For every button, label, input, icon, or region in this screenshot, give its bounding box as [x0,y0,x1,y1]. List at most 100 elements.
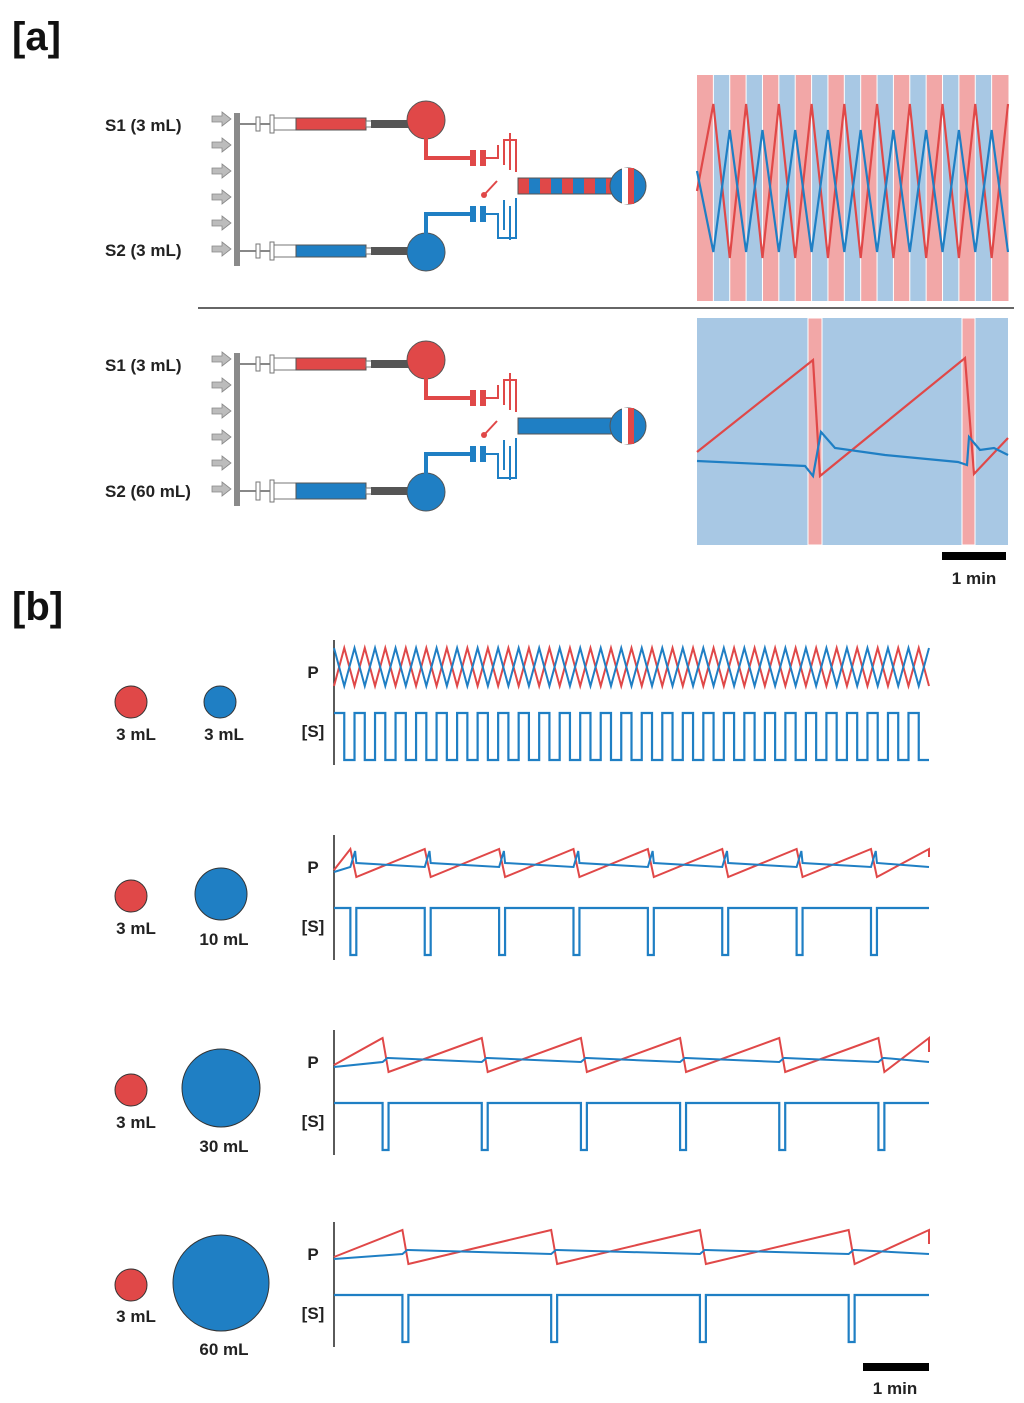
pusher-arrow-icon [211,163,232,179]
pusher-arrow-icon [211,351,232,367]
syringe-1-volume-label: 3 mL [116,1113,156,1132]
red-valve [480,390,486,406]
blue-valve [470,206,476,222]
pusher-arrow-icon [211,403,232,419]
schematic-unequal-volumes [211,340,647,512]
syringe-1-circle [114,685,148,719]
syringe-fluid [295,244,367,258]
syringe-flange [269,354,275,374]
switch-band [807,317,823,546]
panel-b-label: [b] [12,585,63,629]
red-valve [470,390,476,406]
plunger-head [255,356,261,372]
red-trace [333,846,930,879]
concentration-trace [334,711,929,762]
pusher-arrow-icon [211,377,232,393]
p-axis-label: P [307,1245,318,1264]
pusher-arrow-icon [211,241,232,257]
s1-label-bottom: S1 (3 mL) [105,356,182,375]
blue-valve [480,206,486,222]
pusher-plate [234,353,240,506]
p-axis-label: P [307,663,318,682]
oscillation-plot-bottom [696,317,1009,546]
syringe-1-volume-label: 3 mL [116,919,156,938]
blue-valve [480,446,486,462]
pusher-arrow-icon [211,137,232,153]
scale-label-b: 1 min [873,1379,917,1398]
tubing [371,247,409,255]
switch-band [961,317,976,546]
syringe-barrel-empty [273,244,297,258]
syringe-fluid [295,482,367,500]
syringe-1-volume-label: 3 mL [116,1307,156,1326]
condition-row: 3 mL 30 mL P [S] [114,1030,930,1156]
pusher-plate [234,113,240,266]
outlet-segment [584,178,595,194]
blue-trace [695,129,1010,253]
outlet-segment [551,178,562,194]
syringe-2-circle [181,1048,261,1128]
s-axis-label: [S] [302,917,325,936]
pusher-arrow-icon [211,111,232,127]
outlet-segment [595,178,606,194]
outlet-segment [540,178,551,194]
switch-arm [483,180,498,196]
syringe-fluid [295,357,367,371]
plot-background [697,318,1008,545]
red-valve [470,150,476,166]
outlet-segment [562,178,573,194]
syringe-2-volume-label: 3 mL [204,725,244,744]
reservoir-blue [406,472,446,512]
syringe-flange [269,114,275,134]
syringe-1-circle [114,1268,148,1302]
band [697,75,714,301]
blue-trace [333,1249,930,1260]
plunger-head [255,116,261,132]
pusher-arrow-icon [211,189,232,205]
blue-channel [424,452,470,476]
syringe-barrel-empty [273,117,297,131]
red-trace [696,355,1009,479]
reservoir-red [406,340,446,380]
plunger-head [255,243,261,259]
blue-trace [333,1057,930,1068]
scale-bar-b [863,1363,929,1371]
reservoir-blue [406,232,446,272]
outlet-segment [518,178,529,194]
pusher-arrow-icon [211,455,232,471]
outlet-channel [518,418,617,434]
syringe-barrel-empty [273,357,297,371]
bulb-stripe [622,408,628,444]
blue-valve [470,446,476,462]
blue-channel [424,212,470,236]
s-axis-label: [S] [302,722,325,741]
concentration-trace [334,906,929,957]
blue-trace [696,429,1009,479]
red-trace [333,1035,930,1074]
blue-trace [333,850,930,873]
blue-manifold [486,438,517,480]
red-valve [480,150,486,166]
red-trace [695,103,1010,259]
tubing [371,487,409,495]
concentration-trace [334,1101,929,1152]
s2-label-top: S2 (3 mL) [105,241,182,260]
s-axis-label: [S] [302,1304,325,1323]
scale-label-a: 1 min [952,569,996,588]
p-axis-label: P [307,1053,318,1072]
bulb-stripe [628,408,634,444]
s-axis-label: [S] [302,1112,325,1131]
red-manifold [486,133,517,172]
syringe-2-volume-label: 30 mL [199,1137,248,1156]
scale-bar-a [942,552,1006,560]
bulb-stripe [622,168,628,204]
syringe-1-circle [114,1073,148,1107]
red-trace [333,1228,930,1266]
oscillation-plot-top [695,75,1010,301]
syringe-2-circle [203,685,237,719]
